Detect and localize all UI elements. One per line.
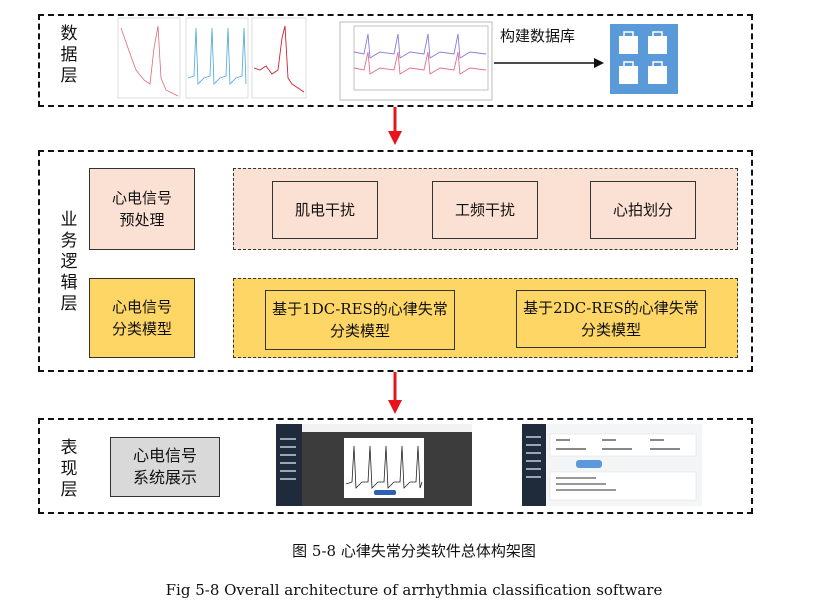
noise-item-emg: 肌电干扰 <box>272 181 378 239</box>
data-layer <box>38 14 753 107</box>
model-1dc-res-text: 基于1DC-RES的心律失常 分类模型 <box>272 300 448 340</box>
noise-item-powerline: 工频干扰 <box>432 181 538 239</box>
business-layer <box>38 150 753 372</box>
preprocess-text: 心电信号 预处理 <box>111 189 172 229</box>
presentation-layer-label: 表 现 层 <box>58 438 80 501</box>
db-label: 构建数据库 <box>500 27 576 45</box>
data-layer-label: 数 据 层 <box>58 24 80 87</box>
data-layer-label-text: 数 据 层 <box>60 24 78 86</box>
ecg-thumbnail-3 <box>251 17 307 99</box>
ecg-thumbnail-2 <box>185 17 249 99</box>
presentation-layer-label-text: 表 现 层 <box>60 438 78 500</box>
caption-en: Fig 5-8 Overall architecture of arrhythm… <box>165 581 663 599</box>
presentation-layer <box>38 418 753 514</box>
ecg-chart-thumbnail <box>339 21 493 101</box>
business-layer-label-text: 业 务 逻 辑 层 <box>60 210 78 314</box>
software-screenshot-1 <box>276 424 472 506</box>
classify-box: 心电信号 分类模型 <box>89 278 195 358</box>
ecg-trace-blue <box>187 27 247 85</box>
model-1dc-res: 基于1DC-RES的心律失常 分类模型 <box>265 290 455 350</box>
display-box: 心电信号 系统展示 <box>110 437 220 497</box>
noise-item-beat-text: 心拍划分 <box>612 201 673 219</box>
noise-item-emg-text: 肌电干扰 <box>294 201 355 219</box>
classify-text: 心电信号 分类模型 <box>111 298 172 338</box>
ecg-trace-red <box>120 25 179 97</box>
business-layer-label: 业 务 逻 辑 层 <box>58 210 80 315</box>
caption-zh: 图 5-8 心律失常分类软件总体构架图 <box>292 542 536 560</box>
ecg-trace-red-2 <box>253 25 305 93</box>
model-2dc-res-text: 基于2DC-RES的心律失常 分类模型 <box>523 299 699 339</box>
ecg-trace-pink <box>353 51 487 75</box>
layer-arrow-1 <box>388 107 402 145</box>
noise-item-beat: 心拍划分 <box>590 181 696 239</box>
display-text: 心电信号 系统展示 <box>132 446 197 487</box>
model-2dc-res: 基于2DC-RES的心律失常 分类模型 <box>516 290 706 348</box>
noise-item-powerline-text: 工频干扰 <box>454 201 515 219</box>
preprocess-box: 心电信号 预处理 <box>89 168 195 250</box>
database-icon <box>610 24 678 94</box>
layer-arrow-2 <box>388 372 402 414</box>
ecg-trace-violet <box>353 33 487 59</box>
db-arrow <box>494 58 604 68</box>
software-screenshot-2 <box>522 424 702 506</box>
ecg-thumbnail-1 <box>117 17 181 99</box>
